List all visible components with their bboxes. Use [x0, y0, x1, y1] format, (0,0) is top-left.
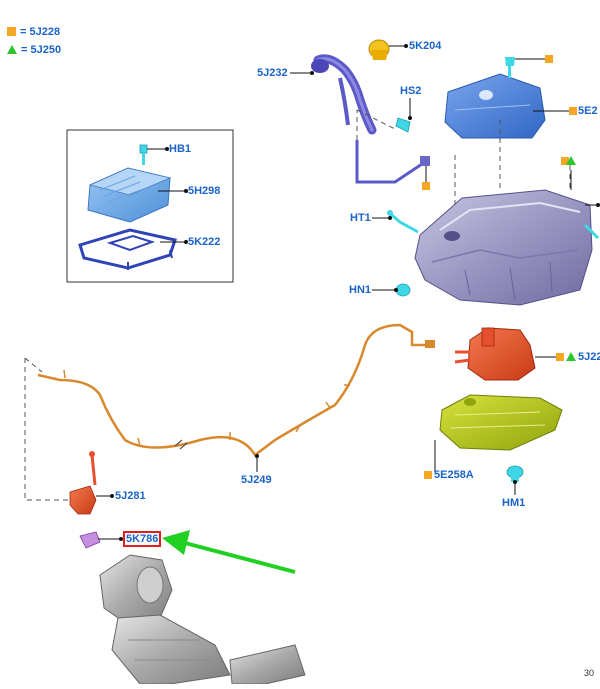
- marker-square: [556, 353, 564, 361]
- legend-triangle: = 5J250: [7, 44, 61, 57]
- gasket-part: [79, 531, 101, 549]
- tank-strap-clip-part: [583, 223, 600, 240]
- label-5k786-highlighted: 5K786: [123, 531, 162, 547]
- label-5j249: 5J249: [241, 474, 272, 486]
- control-module-part: [87, 167, 172, 223]
- label-hn1: HN1: [349, 284, 372, 296]
- label-hm1: HM1: [502, 497, 526, 509]
- legend-square-label: = 5J228: [20, 26, 61, 38]
- label-5k204: 5K204: [409, 40, 442, 52]
- filler-pipe-part: [311, 54, 377, 135]
- vent-line-part: [355, 140, 426, 184]
- vent-connector-part: [420, 156, 430, 166]
- label-5j281: 5J281: [115, 490, 146, 502]
- corner-reference-number: 30: [584, 668, 595, 678]
- hn1-clip-part: [395, 283, 411, 297]
- label-5h298: 5H298: [188, 185, 221, 197]
- marker-square: [561, 157, 569, 165]
- fuel-pump-part: [454, 327, 536, 381]
- filler-cap-part: [368, 39, 390, 60]
- heat-shield-bolt-part: [505, 57, 515, 78]
- legend-triangle-label: = 5J250: [21, 44, 62, 56]
- marker-triangle: [566, 156, 576, 165]
- catalytic-converter-part: [99, 554, 306, 685]
- hm1-clip-part: [506, 465, 524, 482]
- hs2-clip-part: [395, 117, 411, 133]
- green-triangle-icon: [7, 45, 17, 54]
- fuel-tank-part: [414, 189, 593, 306]
- label-5j22: 5J22: [578, 351, 600, 363]
- marker-square: [545, 55, 553, 63]
- pointer-arrow: [162, 530, 296, 574]
- label-ht1: HT1: [350, 212, 371, 224]
- marker-square: [422, 182, 430, 190]
- legend-square: = 5J228: [7, 26, 60, 39]
- hb1-bolt-part: [139, 144, 148, 165]
- label-hb1: HB1: [169, 143, 192, 155]
- marker-square: [424, 471, 432, 479]
- marker-triangle: [566, 352, 576, 361]
- module-bracket-part: [78, 228, 177, 270]
- sensor-part: [69, 451, 97, 515]
- orange-square-icon: [7, 27, 16, 36]
- label-5k222: 5K222: [188, 236, 221, 248]
- label-5e258a: 5E258A: [434, 469, 474, 481]
- evap-canister-part: [439, 394, 563, 451]
- label-5j232: 5J232: [257, 67, 288, 79]
- fuel-line-part: [37, 323, 435, 457]
- ht1-clip-part: [387, 210, 419, 234]
- label-hs2: HS2: [400, 85, 422, 97]
- marker-square: [569, 107, 577, 115]
- heat-shield-part: [444, 73, 546, 139]
- label-5e2: 5E2: [578, 105, 598, 117]
- inset-frame: [66, 129, 234, 283]
